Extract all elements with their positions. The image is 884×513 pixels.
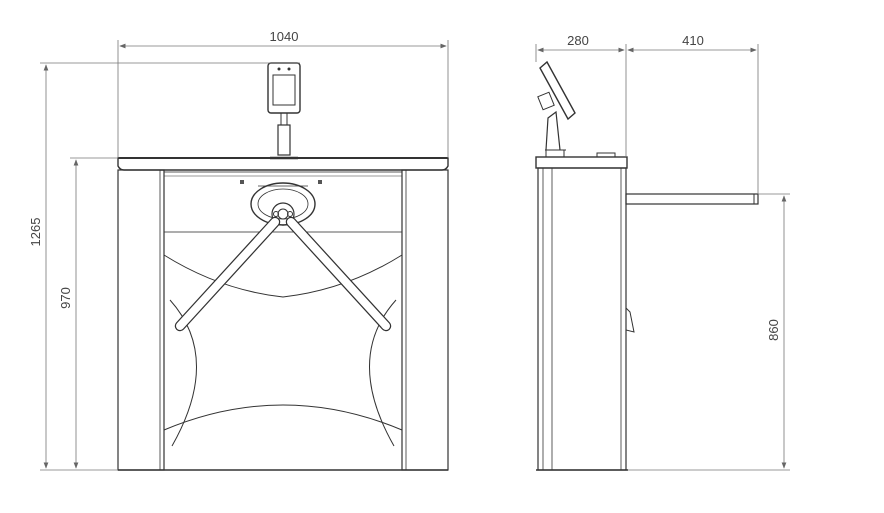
front-view xyxy=(117,62,449,471)
dim-arm-reach: 410 xyxy=(682,33,704,48)
dim-side-depth: 280 xyxy=(567,33,589,48)
dim-front-width: 1040 xyxy=(270,29,299,44)
dimension-lines xyxy=(40,40,790,471)
dimension-labels: 1040 1265 970 280 410 860 xyxy=(28,29,781,341)
dim-total-height: 1265 xyxy=(28,218,43,247)
side-view xyxy=(535,60,759,471)
dim-body-height: 970 xyxy=(58,287,73,309)
dim-arm-height: 860 xyxy=(766,319,781,341)
